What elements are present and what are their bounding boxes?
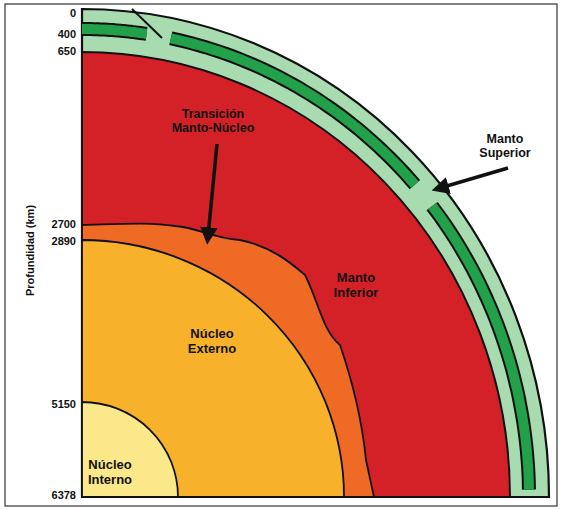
depth-value: 2700 xyxy=(52,218,76,231)
layer-label: Núcleo Interno xyxy=(81,458,139,488)
depth-value: 5150 xyxy=(52,398,76,411)
layer-name: Núcleo Externo xyxy=(180,327,244,357)
upper-mantle xyxy=(82,9,549,497)
depth-value: 400 xyxy=(58,28,76,41)
depth-value: 0 xyxy=(70,7,76,20)
axis-title: Profundidad (km) xyxy=(24,204,37,295)
depth-value: 650 xyxy=(58,45,76,58)
depth-number: 6378 xyxy=(52,489,76,502)
layer-label: Manto Inferior xyxy=(325,271,387,301)
label-text: Profundidad (km) xyxy=(24,204,37,295)
leader-arrow xyxy=(208,144,217,236)
outer-core xyxy=(82,240,344,497)
leader-arrow xyxy=(440,168,508,188)
depth-number: 0 xyxy=(70,7,76,20)
depth-value: 2890 xyxy=(52,235,76,248)
layer-label: Núcleo Externo xyxy=(180,327,244,357)
callout-label: Manto Superior xyxy=(473,132,537,161)
subduction-slab xyxy=(132,9,162,38)
layer-name: Manto Inferior xyxy=(325,271,387,301)
depth-number: 650 xyxy=(58,45,76,58)
depth-number: 2700 xyxy=(52,218,76,231)
frame xyxy=(5,4,557,506)
depth-number: 400 xyxy=(58,28,76,41)
mantle-core-transition xyxy=(82,224,374,497)
depth-number: 5150 xyxy=(52,398,76,411)
lower-mantle xyxy=(82,52,510,497)
depth-number: 2890 xyxy=(52,235,76,248)
layer-name: Núcleo Interno xyxy=(81,458,139,488)
label-text: Manto Superior xyxy=(473,132,537,161)
inner-core xyxy=(82,402,178,497)
callout-label: Transición Manto-Núcleo xyxy=(165,107,261,136)
label-text: Transición Manto-Núcleo xyxy=(165,107,261,136)
depth-value: 6378 xyxy=(52,489,76,502)
